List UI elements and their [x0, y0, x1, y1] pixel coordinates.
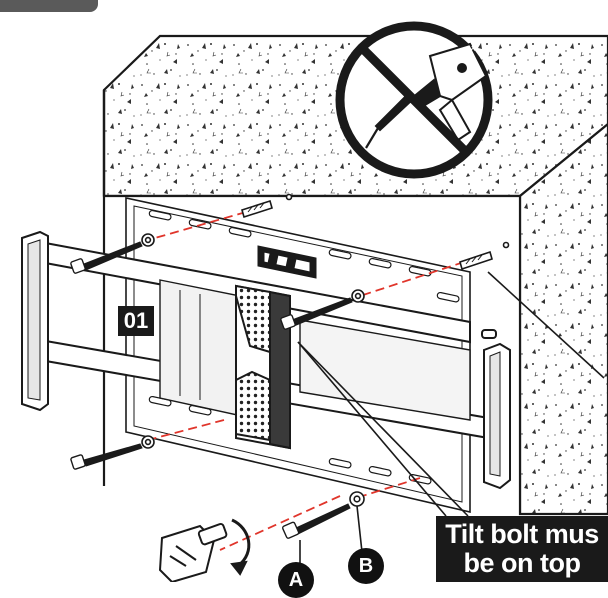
part-label-a: A — [278, 562, 314, 598]
no-power-drill-icon: BOSCH — [335, 21, 493, 179]
left-tv-bracket — [21, 230, 49, 412]
callout-line-1: Tilt bolt mus — [445, 519, 599, 549]
header-tab-chip — [0, 0, 98, 12]
part-label-b: B — [348, 548, 384, 584]
step-number-badge: 01 — [118, 306, 154, 336]
right-tv-bracket — [481, 329, 511, 490]
tilt-bolt-callout: Tilt bolt mus be on top — [436, 516, 608, 582]
bubble-level — [257, 245, 317, 279]
alignment-guides — [147, 211, 465, 551]
callout-line-2: be on top — [463, 548, 581, 578]
wall-anchors — [241, 193, 510, 271]
wall-mount-installation-diagram: BOSCH — [21, 21, 608, 582]
lag-bolts — [70, 241, 353, 539]
washers — [141, 233, 365, 507]
leader-lines — [297, 271, 605, 566]
socket-wrench — [158, 518, 251, 582]
pivot-assembly — [235, 284, 291, 450]
